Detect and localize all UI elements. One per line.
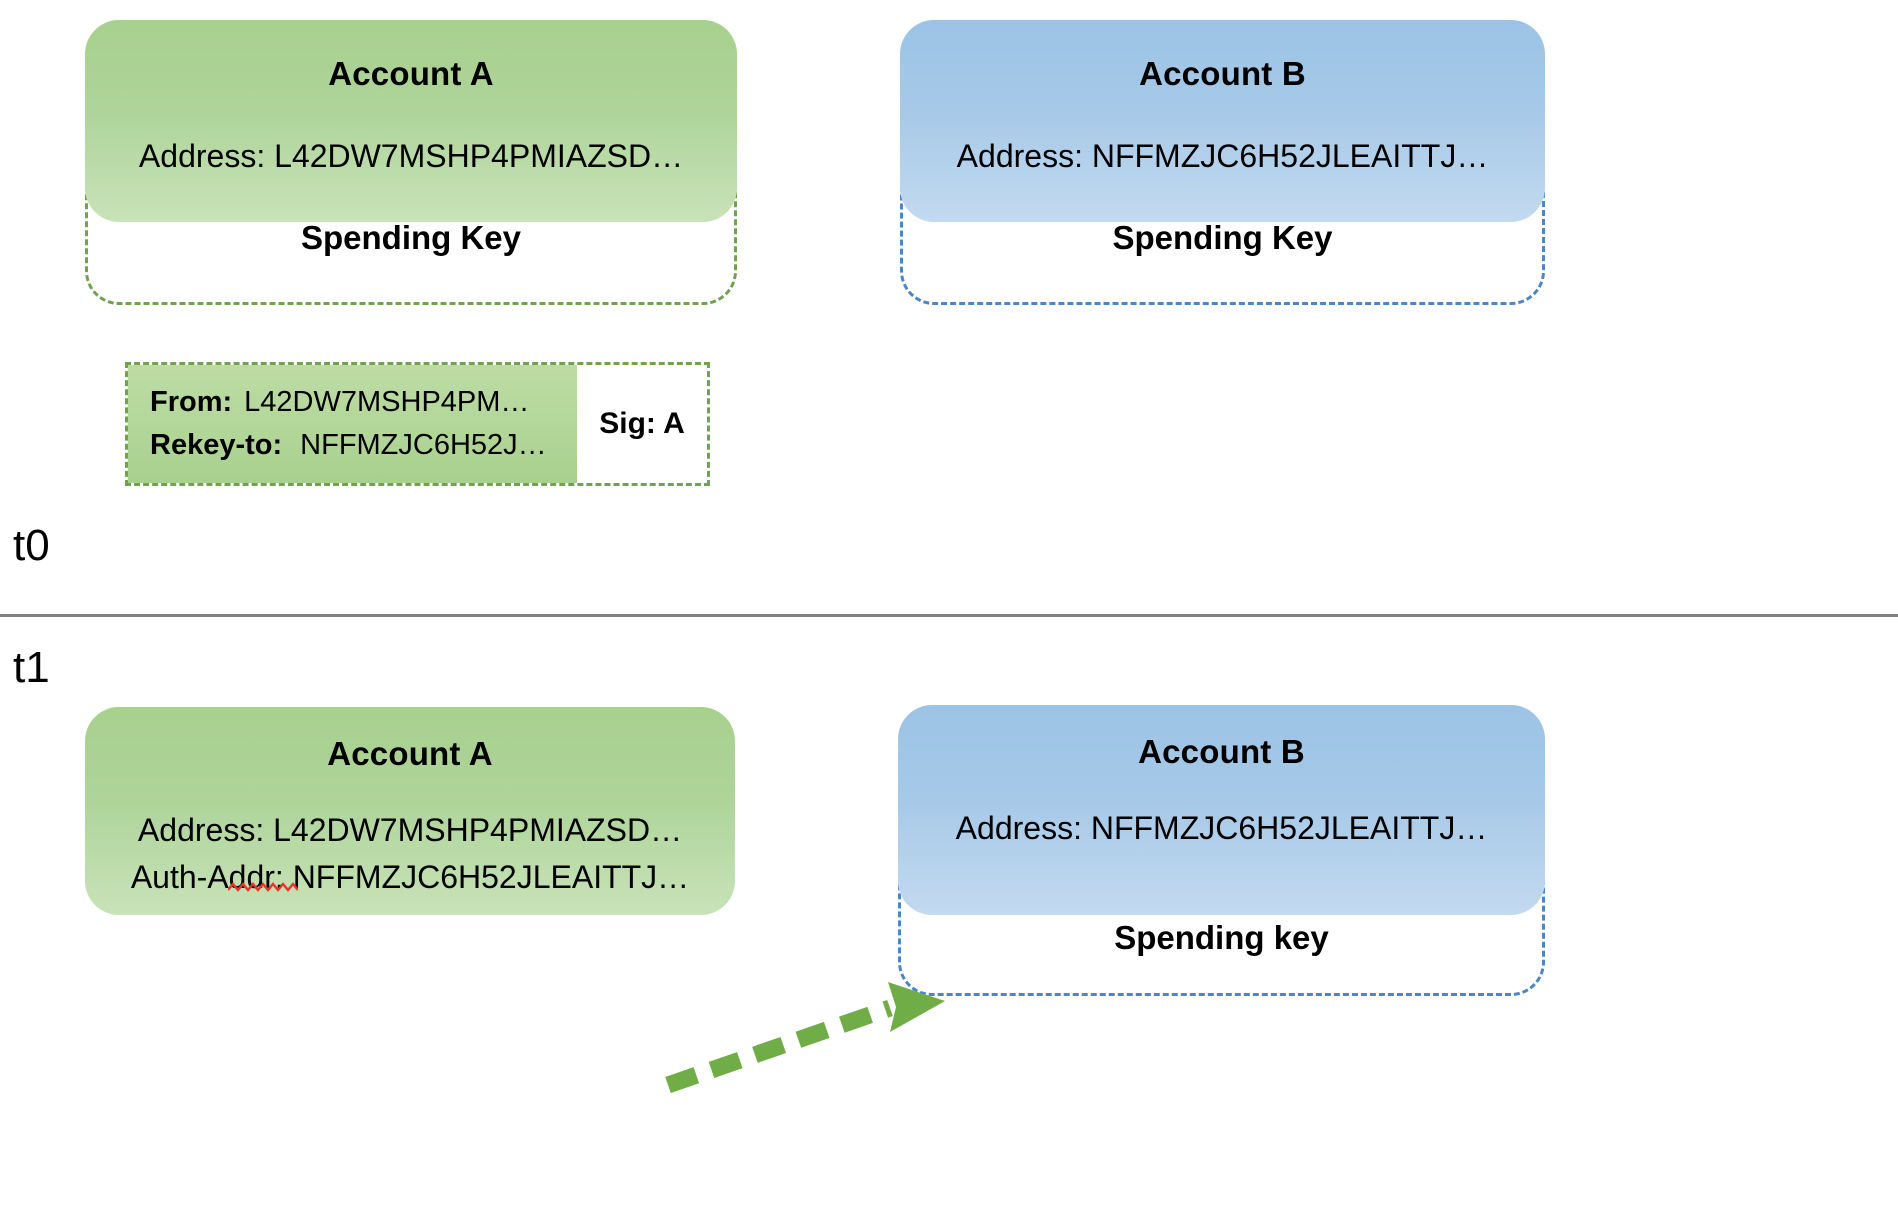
time-label-t0: t0: [13, 521, 50, 570]
t1-account-b-spending-key-label: Spending key: [1114, 919, 1329, 956]
t0-transaction-from-value: L42DW7MSHP4PM…: [244, 386, 530, 418]
t1-account-b-title: Account B: [1138, 733, 1305, 770]
spellcheck-squiggle-icon: [228, 882, 298, 892]
t0-transaction-signature: Sig: A: [599, 407, 685, 440]
t0-transaction-box: From: L42DW7MSHP4PM… Rekey-to: NFFMZJC6H…: [125, 362, 710, 486]
t0-account-a-address: Address: L42DW7MSHP4PMIAZSD…: [138, 138, 684, 174]
t0-transaction-fields: From: L42DW7MSHP4PM… Rekey-to: NFFMZJC6H…: [150, 365, 580, 483]
t1-account-b-card: Account B Address: NFFMZJC6H52JLEAITTJ…: [898, 705, 1545, 915]
t0-account-a-spending-key-label: Spending Key: [300, 219, 522, 256]
t0-account-b-address: Address: NFFMZJC6H52JLEAITTJ…: [956, 138, 1489, 174]
t0-account-a-card: Account A Address: L42DW7MSHP4PMIAZSD…: [85, 20, 737, 222]
t0-transaction-fill: [128, 365, 577, 483]
t1-account-a-address: Address: L42DW7MSHP4PMIAZSD…: [137, 812, 683, 848]
timeline-divider: [0, 614, 1898, 617]
time-label-t1: t1: [13, 643, 50, 692]
t0-account-b-card: Account B Address: NFFMZJC6H52JLEAITTJ…: [900, 20, 1545, 222]
t0-transaction-rekey-to-key: Rekey-to:: [150, 429, 283, 461]
t0-transaction-row-rekey-to: Rekey-to: NFFMZJC6H52J…: [150, 429, 580, 462]
t0-account-b-spending-key-label: Spending Key: [1112, 219, 1333, 256]
t0-transaction-rekey-to-value: NFFMZJC6H52J…: [300, 429, 547, 461]
t0-transaction-from-key: From:: [150, 386, 233, 418]
t1-account-a-card: Account A Address: L42DW7MSHP4PMIAZSD… A…: [85, 707, 735, 915]
t0-transaction-row-from: From: L42DW7MSHP4PM…: [150, 386, 580, 419]
t1-account-a-title: Account A: [327, 735, 493, 772]
t1-account-a-auth-addr: Auth-Addr: NFFMZJC6H52JLEAITTJ…: [130, 859, 690, 895]
t0-account-a-title: Account A: [328, 55, 494, 92]
t1-account-b-address: Address: NFFMZJC6H52JLEAITTJ…: [955, 810, 1488, 846]
t0-account-b-title: Account B: [1139, 55, 1306, 92]
